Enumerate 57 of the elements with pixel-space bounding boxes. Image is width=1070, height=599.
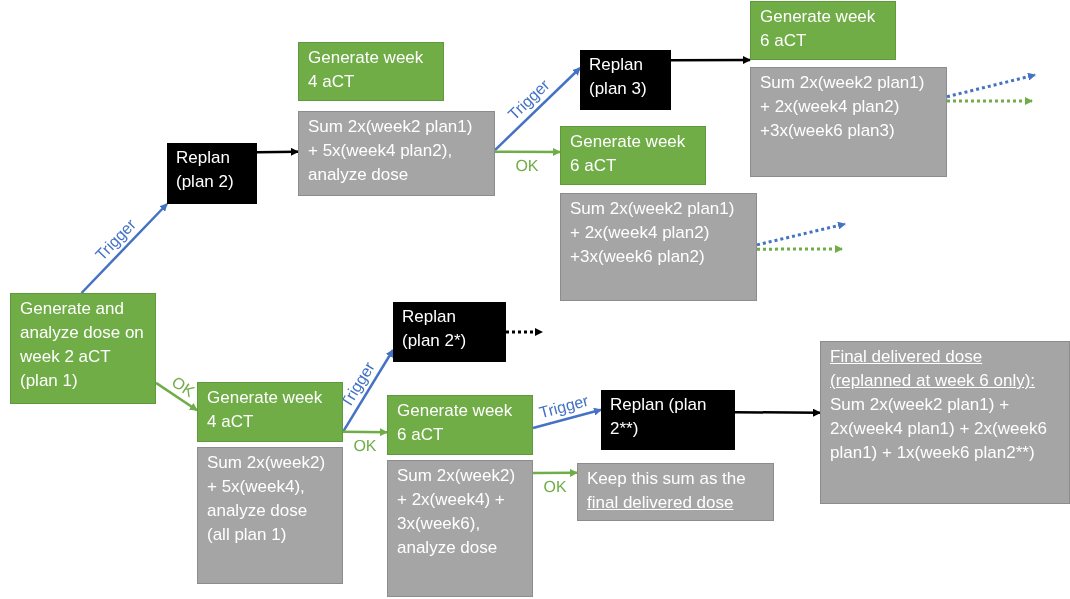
- edge-label: OK: [168, 372, 198, 401]
- box-text: Sum 2x(week2 plan1) + 2x(week4 plan2) +3x(week6 plan2): [570, 198, 736, 268]
- dose-sum-box: [750, 67, 947, 177]
- edge-label: OK: [515, 156, 540, 175]
- dose-sum-box: [387, 460, 533, 597]
- dose-sum-box: [298, 111, 495, 196]
- replan-box: [393, 302, 506, 362]
- step-box: [387, 395, 533, 455]
- box-text: Generate week 6 aCT: [760, 6, 877, 52]
- box-text: Generate week 6 aCT: [397, 400, 514, 446]
- box-text: Sum 2x(week2) + 5x(week4), analyze dose (all plan 1): [207, 452, 327, 546]
- box-text: final delivered dose: [587, 492, 735, 514]
- box-text: Generate week 6 aCT: [570, 131, 687, 177]
- box-text: Generate week 4 aCT: [308, 47, 425, 93]
- box-text: Final delivered dose (replanned at week 6 only):: [830, 346, 1037, 392]
- dotted-arrow: [757, 245, 843, 253]
- box-text: Replan (plan 3): [589, 54, 648, 100]
- edge-label: Trigger: [537, 392, 591, 423]
- dose-sum-box: [577, 463, 774, 521]
- replan-box: [601, 390, 735, 450]
- arrow: [533, 468, 578, 477]
- replan-box: [167, 143, 257, 204]
- box-text: Sum 2x(week2 plan1) + 2x(week4 plan1) + 2x(week6 plan1) + 1x(week6 plan2**): [830, 394, 1048, 464]
- arrow: [532, 407, 602, 430]
- arrow: [343, 428, 388, 437]
- box-text: Replan (plan 2): [176, 147, 235, 193]
- arrow: [341, 349, 395, 433]
- arrow: [494, 67, 581, 151]
- box-text: Sum 2x(week2 plan1) + 5x(week4 plan2), analyze dose: [308, 116, 474, 186]
- dotted-arrow: [947, 97, 1033, 105]
- step-box: [10, 293, 156, 404]
- arrow: [257, 147, 299, 156]
- box-text: Keep this sum as the: [587, 468, 747, 490]
- step-box: [197, 382, 343, 442]
- arrow: [155, 381, 198, 412]
- arrow: [495, 147, 561, 156]
- step-box: [560, 126, 706, 185]
- dose-sum-box: [820, 341, 1070, 504]
- box-text: Generate week 4 aCT: [207, 387, 324, 433]
- arrow: [671, 56, 751, 64]
- dotted-arrow: [506, 328, 543, 336]
- box-text: Replan (plan 2**): [610, 394, 708, 440]
- box-text: Replan (plan 2*): [402, 306, 468, 352]
- dose-sum-box: [560, 193, 757, 301]
- replan-box: [580, 50, 671, 110]
- edge-label: OK: [353, 436, 377, 456]
- dose-sum-box: [197, 447, 343, 584]
- box-text: Sum 2x(week2) + 2x(week4) + 3x(week6), analyze dose: [397, 465, 517, 559]
- step-box: [750, 1, 896, 60]
- box-text: Generate and analyze dose on week 2 aCT (plan 1): [20, 298, 145, 392]
- box-text: Sum 2x(week2 plan1) + 2x(week4 plan2) +3x(week6 plan3): [760, 72, 926, 142]
- arrow: [80, 203, 168, 294]
- arrow: [735, 408, 821, 417]
- step-box: [298, 42, 444, 101]
- dotted-arrow: [756, 221, 846, 247]
- dotted-arrow: [946, 72, 1036, 99]
- edge-label: OK: [543, 477, 567, 496]
